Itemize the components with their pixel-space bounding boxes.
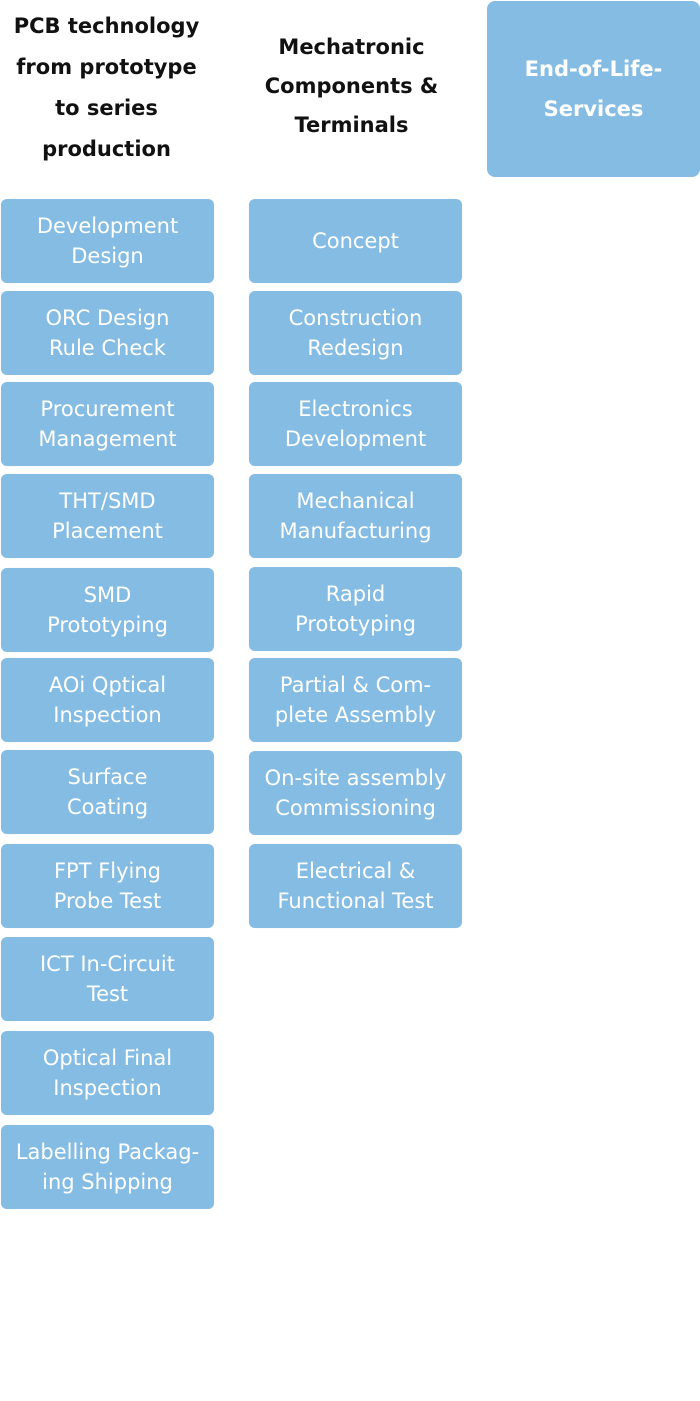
process-step-box[interactable]: Development Design xyxy=(1,199,214,283)
process-step-box[interactable]: Labelling Packag- ing Shipping xyxy=(1,1125,214,1209)
process-step-box[interactable]: Optical Final Inspection xyxy=(1,1031,214,1115)
process-step-box[interactable]: FPT Flying Probe Test xyxy=(1,844,214,928)
mechatronic-column-heading: Mechatronic Components & Terminals xyxy=(264,35,439,137)
process-step-box[interactable]: Rapid Prototyping xyxy=(249,567,462,651)
process-step-box[interactable]: Concept xyxy=(249,199,462,283)
process-step-box[interactable]: Surface Coating xyxy=(1,750,214,834)
process-step-box[interactable]: On-site assembly Commissioning xyxy=(249,751,462,835)
process-step-box[interactable]: ICT In-Circuit Test xyxy=(1,937,214,1021)
end-of-life-services-box[interactable]: End-of-Life- Services xyxy=(487,1,700,177)
process-step-box[interactable]: Mechanical Manufacturing xyxy=(249,474,462,558)
process-step-box[interactable]: SMD Prototyping xyxy=(1,568,214,652)
process-step-box[interactable]: Electronics Development xyxy=(249,382,462,466)
process-step-box[interactable]: Electrical & Functional Test xyxy=(249,844,462,928)
process-step-box[interactable]: THT/SMD Placement xyxy=(1,474,214,558)
process-step-box[interactable]: AOi Qptical Inspection xyxy=(1,658,214,742)
process-step-box[interactable]: Procurement Management xyxy=(1,382,214,466)
process-step-box[interactable]: ORC Design Rule Check xyxy=(1,291,214,375)
pcb-column-heading: PCB technology from prototype to series … xyxy=(13,14,200,161)
process-step-box[interactable]: Partial & Com- plete Assembly xyxy=(249,658,462,742)
process-step-box[interactable]: Construction Redesign xyxy=(249,291,462,375)
